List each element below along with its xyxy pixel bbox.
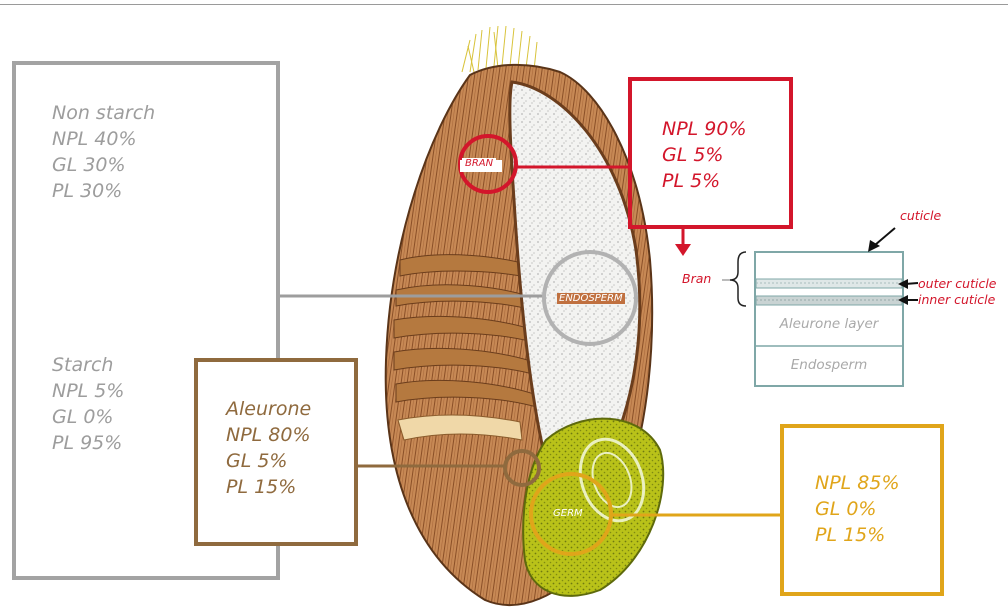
bran-brace	[730, 252, 746, 306]
aleurone-npl: NPL 80%	[226, 422, 311, 448]
inset-bran-label: Bran	[682, 271, 711, 286]
bran-gl: GL 5%	[662, 142, 724, 168]
inset-endosperm-label: Endosperm	[754, 357, 904, 373]
cuticle-label: cuticle	[900, 208, 941, 223]
germ-gl: GL 0%	[815, 496, 877, 522]
non-starch-npl: NPL 40%	[52, 126, 137, 152]
inner-cuticle-label: inner cuticle	[918, 292, 995, 307]
bran-arrow-head	[675, 244, 691, 256]
aleurone-heading: Aleurone	[226, 396, 311, 422]
outer-cuticle-label: outer cuticle	[918, 276, 996, 291]
starch-npl: NPL 5%	[52, 378, 124, 404]
non-starch-heading: Non starch	[52, 100, 155, 126]
starch-pl: PL 95%	[52, 430, 122, 456]
starch-heading: Starch	[52, 352, 113, 378]
starch-gl: GL 0%	[52, 404, 114, 430]
arrow-cuticle-line	[875, 228, 895, 245]
bran-pl: PL 5%	[662, 168, 720, 194]
non-starch-pl: PL 30%	[52, 178, 122, 204]
aleurone-layer-label: Aleurone layer	[754, 316, 904, 332]
germ-pl: PL 15%	[815, 522, 885, 548]
aleurone-gl: GL 5%	[226, 448, 288, 474]
non-starch-gl: GL 30%	[52, 152, 126, 178]
bran-npl: NPL 90%	[662, 116, 747, 142]
germ-npl: NPL 85%	[815, 470, 900, 496]
germ-label: GERM	[553, 508, 583, 519]
aleurone-pl: PL 15%	[226, 474, 296, 500]
endosperm-label: ENDOSPERM	[557, 293, 625, 304]
bran-label: BRAN	[462, 158, 496, 169]
